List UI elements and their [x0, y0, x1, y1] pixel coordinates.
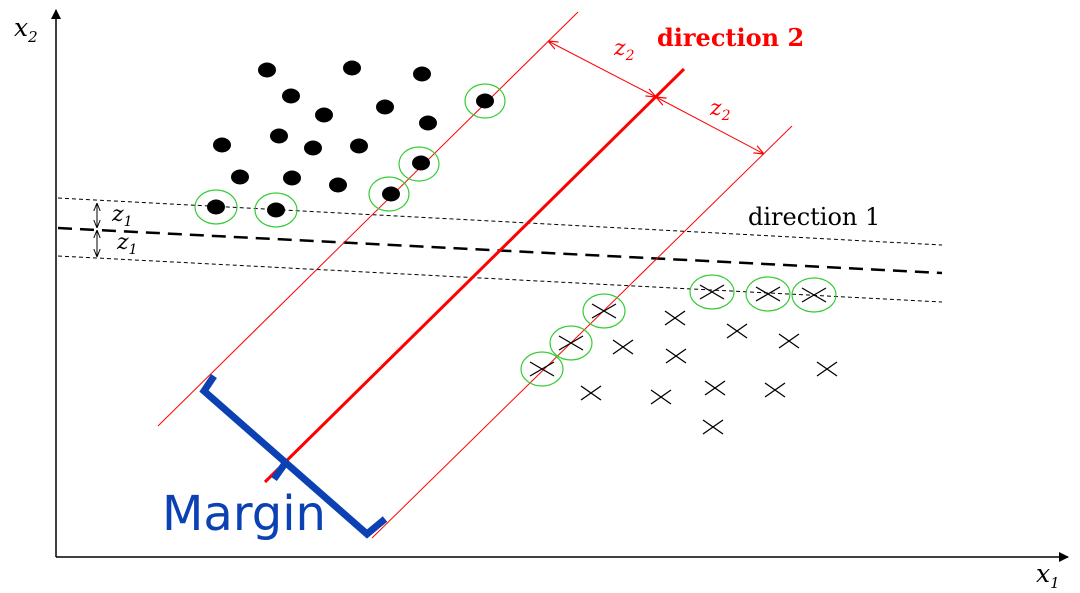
class-a-support-vector: [267, 202, 285, 218]
margin-bracket-center-tick: [271, 459, 289, 482]
support-vector-ring: [549, 325, 593, 361]
class-b-points: [529, 284, 838, 435]
class-a-support-vector: [207, 199, 225, 215]
class-a-point: [343, 60, 361, 76]
class-a-point: [329, 177, 347, 193]
direction2-hyperplane: [263, 67, 686, 484]
class-a-points: [207, 60, 494, 218]
class-b-support-vector: [755, 286, 781, 302]
class-a-point: [413, 66, 431, 82]
direction2-lower-boundary: [371, 125, 793, 539]
class-a-point: [282, 88, 300, 104]
class-b-support-vector: [801, 287, 827, 303]
support-vector-ring: [582, 293, 626, 329]
cross-icon: [580, 385, 602, 401]
cross-icon: [665, 348, 687, 364]
direction1-lower-boundary: [57, 255, 943, 303]
class-b-support-vector: [529, 361, 555, 377]
direction2-lines: z2 z2 direction 2: [157, 11, 804, 539]
z1-lower-label: z1: [116, 230, 138, 258]
cross-icon: [704, 380, 726, 396]
z2-upper-arrow: [548, 41, 656, 97]
support-vector-ring: [791, 277, 837, 313]
cross-icon: [664, 310, 686, 326]
class-a-point: [315, 107, 333, 123]
class-a-point: [376, 99, 394, 115]
class-a-support-vector: [412, 155, 430, 171]
cross-icon: [816, 361, 838, 377]
class-a-point: [213, 137, 231, 153]
direction1-upper-boundary: [57, 197, 943, 246]
cross-icon: [650, 389, 672, 405]
cross-icon: [612, 339, 634, 355]
axes: x2 x1: [14, 9, 1069, 592]
direction2-upper-boundary: [157, 11, 579, 427]
class-a-point: [350, 138, 368, 154]
z2-lower-arrow: [656, 97, 764, 154]
margin-label: Margin: [162, 486, 326, 542]
class-b-support-vector: [591, 303, 617, 319]
z1-upper-label: z1: [111, 202, 133, 230]
support-vector-ring: [254, 192, 298, 228]
class-b-support-vector: [558, 335, 584, 351]
support-vector-ring: [464, 83, 506, 119]
cross-icon: [702, 419, 724, 435]
class-b-support-vector: [699, 284, 725, 300]
class-a-point: [231, 169, 249, 185]
margin-bracket: Margin: [162, 374, 388, 542]
z2-upper-label: z2: [613, 36, 635, 64]
direction1-lines: z1 z1 direction 1: [57, 197, 943, 303]
support-vector-ring: [368, 176, 410, 212]
class-a-support-vector: [382, 186, 400, 202]
support-vector-ring: [398, 146, 440, 182]
x-axis-label: x1: [1036, 559, 1060, 592]
direction2-label: direction 2: [657, 23, 804, 52]
z2-lower-label: z2: [709, 96, 731, 124]
support-vector-ring: [745, 276, 791, 312]
class-a-point: [304, 140, 322, 156]
class-a-point: [283, 170, 301, 186]
support-vector-ring: [194, 189, 238, 225]
class-a-support-vector: [476, 93, 494, 109]
class-a-point: [258, 62, 276, 78]
cross-icon: [764, 382, 786, 398]
y-axis-label: x2: [14, 13, 38, 46]
cross-icon: [726, 323, 748, 339]
support-vector-ring: [689, 274, 735, 310]
support-vector-ring: [520, 351, 564, 387]
class-a-point: [270, 128, 288, 144]
cross-icon: [778, 333, 800, 349]
support-vector-rings: [194, 83, 837, 387]
class-a-point: [419, 115, 437, 131]
direction1-label: direction 1: [748, 203, 880, 231]
